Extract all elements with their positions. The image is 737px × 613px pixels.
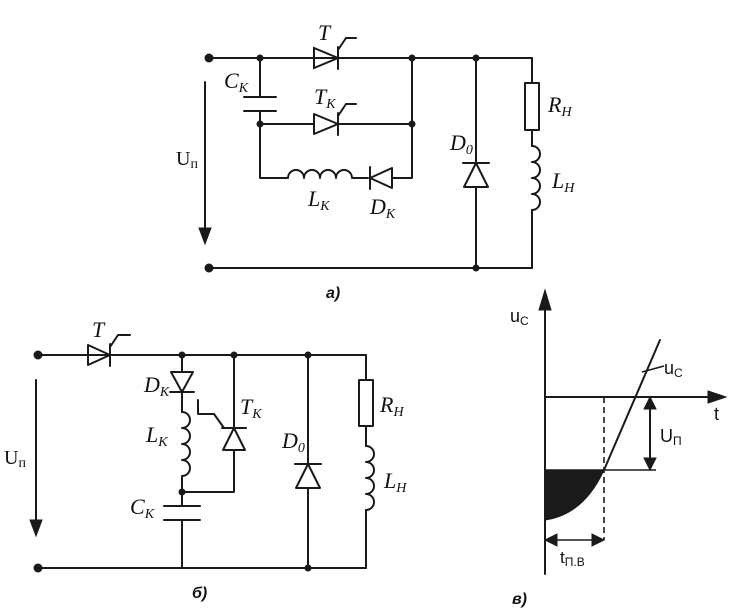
- inductor-lk-label-a: LК: [307, 186, 330, 214]
- diode-d0-label-b: D0: [281, 428, 305, 456]
- capacitor-label-a: CК: [224, 68, 249, 96]
- supply-label-b: Uп: [4, 447, 26, 471]
- thyristor-t-b: [87, 334, 131, 367]
- tpv-arrow-right: [591, 533, 606, 547]
- capacitor-label-b: CК: [130, 494, 155, 522]
- diode-dk-label-b: DК: [143, 372, 170, 400]
- thyristor-tk-label-a: TК: [314, 84, 336, 112]
- thyristor-tk-label-b: TК: [240, 394, 262, 422]
- wire-cap-bottom-a: [259, 110, 289, 179]
- resistor-rn-a: [524, 82, 540, 131]
- inductor-ln-a: [531, 145, 541, 211]
- caption-a: а): [326, 285, 340, 302]
- diode-dk-a: [369, 166, 393, 190]
- caption-b: б): [192, 585, 207, 602]
- tpv-arrow-left: [543, 533, 558, 547]
- graph-c: uC t uC UП tП.В в): [510, 288, 728, 608]
- diode-dk-label-a: DК: [369, 194, 396, 222]
- terminal-top-a: [204, 53, 214, 63]
- shaded-charge-region: [544, 469, 605, 521]
- t-axis-arrow: [707, 390, 728, 404]
- resistor-rn-label-b: RН: [379, 392, 404, 420]
- y-axis-arrow: [538, 288, 552, 311]
- caption-c: в): [512, 591, 527, 608]
- terminal-bottom-b: [33, 563, 43, 573]
- up-label: UП: [660, 426, 682, 448]
- supply-label-a: Uп: [176, 148, 198, 172]
- thyristor-t-label-a: T: [318, 20, 332, 45]
- tpv-label: tП.В: [560, 548, 585, 569]
- diode-dk-b: [169, 371, 195, 393]
- circuit-b: Uп T DК LК TК CК: [4, 317, 407, 602]
- thyristor-tk-b: [197, 399, 247, 451]
- inductor-lk-a: [287, 169, 369, 179]
- terminal-bottom-a: [204, 263, 214, 273]
- wire-right-a: [391, 57, 413, 179]
- supply-arrow-b: [29, 379, 43, 538]
- inductor-ln-b: [365, 445, 375, 511]
- uc-line: [603, 339, 661, 471]
- wire-tk-b: [181, 354, 235, 493]
- resistor-rn-b: [358, 379, 374, 427]
- thyristor-t-label-b: T: [92, 317, 106, 342]
- inductor-lk-label-b: LК: [145, 422, 168, 450]
- supply-arrow-a: [198, 81, 212, 246]
- t-axis-label: t: [714, 404, 719, 424]
- resistor-rn-label-a: RН: [547, 92, 572, 120]
- diode-d0-label-a: D0: [449, 130, 473, 158]
- diode-d0-b: [294, 463, 322, 489]
- up-arrow-top: [643, 395, 657, 410]
- y-axis-label: uC: [510, 306, 529, 328]
- uc-curve-label: uC: [664, 358, 683, 380]
- inductor-ln-label-a: LН: [551, 168, 575, 196]
- up-arrow-bottom: [643, 457, 657, 472]
- uc-leader-line: [641, 365, 665, 373]
- diode-d0-a: [462, 162, 490, 188]
- terminal-top-b: [33, 350, 43, 360]
- circuit-a: Uп T CК TК LК: [176, 20, 575, 302]
- inductor-lk-b: [181, 411, 191, 493]
- thyristor-tk-a: [313, 103, 357, 136]
- thyristor-t-a: [313, 37, 357, 70]
- inductor-ln-label-b: LН: [383, 468, 407, 496]
